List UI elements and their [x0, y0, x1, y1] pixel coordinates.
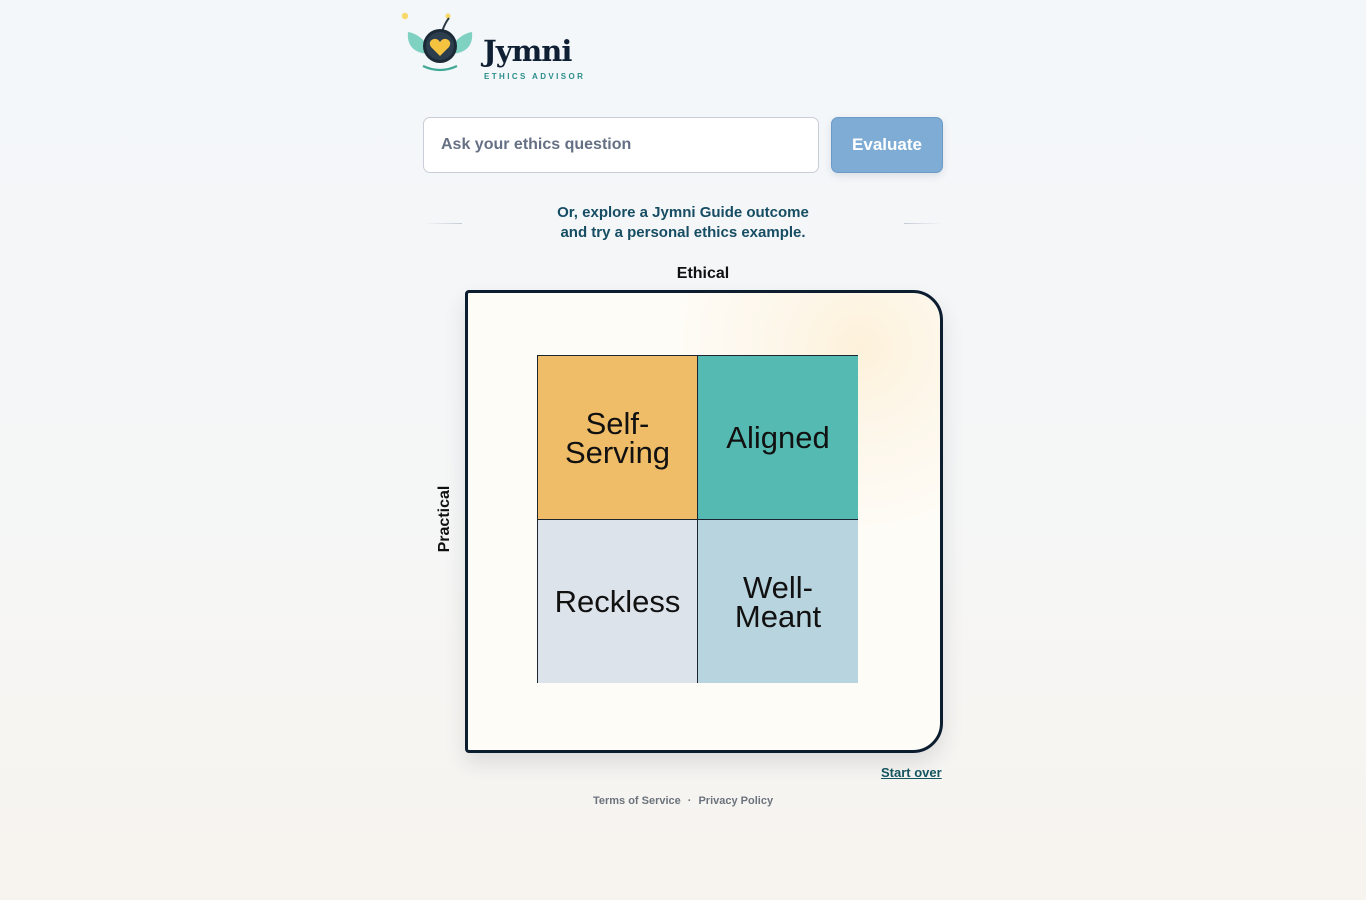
quadrant-label-line: Self-: [585, 405, 650, 441]
quadrant-label-line: Meant: [734, 598, 822, 634]
quadrant-well-meant[interactable]: Well- Meant: [698, 520, 858, 683]
quadrant-aligned[interactable]: Aligned: [698, 356, 858, 520]
footer-separator: ·: [687, 795, 692, 807]
quadrant-label-line: Well-: [742, 569, 814, 605]
ethics-question-input[interactable]: [423, 117, 819, 173]
quadrant-label: Reckless: [554, 584, 681, 619]
evaluate-button[interactable]: Evaluate: [831, 117, 943, 173]
explore-line-1: Or, explore a Jymni Guide outcome: [557, 204, 809, 221]
brand-title: Jymni: [483, 34, 572, 68]
explore-line-2: and try a personal ethics example.: [560, 224, 806, 241]
axis-label-practical: Practical: [436, 485, 453, 553]
privacy-policy-link[interactable]: Privacy Policy: [698, 795, 774, 807]
quadrant-reckless[interactable]: Reckless: [538, 520, 698, 683]
explore-prompt: Or, explore a Jymni Guide outcome and tr…: [463, 203, 903, 243]
footer: Terms of Service · Privacy Policy: [460, 795, 906, 807]
axis-label-ethical: Ethical: [676, 265, 730, 282]
start-over-link[interactable]: Start over: [881, 765, 942, 780]
divider-left: [424, 223, 462, 224]
terms-of-service-link[interactable]: Terms of Service: [592, 795, 681, 807]
brand-logo[interactable]: Jymni ETHICS ADVISOR: [400, 10, 600, 81]
quadrant-label: Aligned: [726, 420, 830, 455]
heart-bomb-logo-icon: [401, 12, 473, 72]
ethics-matrix: Self- Serving Aligned Reckless Well- Mea…: [537, 355, 858, 683]
brand-subtitle: ETHICS ADVISOR: [484, 72, 586, 81]
quadrant-self-serving[interactable]: Self- Serving: [538, 356, 698, 520]
divider-right: [904, 223, 942, 224]
quadrant-label-line: Serving: [564, 434, 671, 470]
